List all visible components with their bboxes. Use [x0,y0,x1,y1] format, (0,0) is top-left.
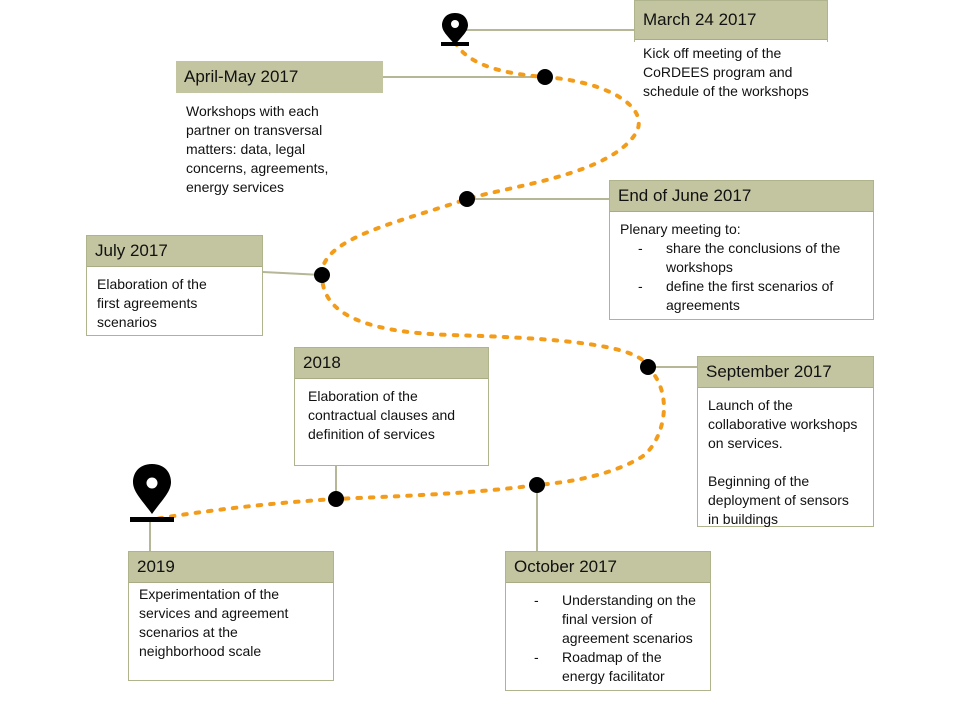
event-title-march-2017: March 24 2017 [635,1,827,40]
event-text-september-2017-line-2: Beginning of the deployment of sensors i… [708,473,849,527]
milestone-dot-april-may [537,69,553,85]
event-text-2018: Elaboration of the contractual clauses a… [308,388,456,442]
event-bullets-october-2017: Understanding on the final version of ag… [516,591,700,686]
event-text-june-2017: Plenary meeting to: [620,221,741,237]
event-text-september-2017-line-1: Launch of the collaborative workshops on… [708,397,858,451]
event-title-june-2017: End of June 2017 [610,181,873,212]
event-title-2018: 2018 [295,348,488,379]
connector-lines [149,29,697,551]
event-header-april-may-2017: April-May 2017 [176,61,383,93]
bullet-item: Roadmap of the energy facilitator [516,648,700,686]
event-card-september-2017: September 2017 Launch of the collaborati… [697,356,874,527]
event-card-2018: 2018 Elaboration of the contractual clau… [294,347,489,466]
event-body-june-2017: Plenary meeting to: share the conclusion… [610,212,873,321]
event-title-july-2017: July 2017 [87,236,262,267]
event-card-june-2017: End of June 2017 Plenary meeting to: sha… [609,180,874,320]
event-title-2019: 2019 [129,552,333,583]
event-text-july-2017: Elaboration of the first agreements scen… [97,276,207,330]
bullet-item: Understanding on the final version of ag… [516,591,700,648]
event-body-september-2017: Launch of the collaborative workshops on… [698,388,873,535]
event-card-2019: 2019 Experimentation of the services and… [128,551,334,681]
event-card-march-2017: March 24 2017 [634,0,828,42]
milestone-dot-september [640,359,656,375]
milestone-dot-2018 [328,491,344,507]
bullet-item: define the first scenarios of agreements [620,277,863,315]
bullet-item: share the conclusions of the workshops [620,239,863,277]
dotted-timeline-path [153,40,666,521]
event-body-october-2017: Understanding on the final version of ag… [506,583,710,692]
start-location-pin-icon [441,13,469,46]
event-text-march-2017: Kick off meeting of the CoRDEES program … [643,45,809,99]
milestone-dot-june [459,191,475,207]
event-title-september-2017: September 2017 [698,357,873,388]
event-text-2019: Experimentation of the services and agre… [139,586,289,659]
event-title-october-2017: October 2017 [506,552,710,583]
milestone-dots [314,69,656,507]
event-bullets-june-2017: share the conclusions of the workshops d… [620,239,863,315]
event-title-april-may-2017: April-May 2017 [176,61,383,93]
event-card-october-2017: October 2017 Understanding on the final … [505,551,711,691]
event-card-july-2017: July 2017 Elaboration of the first agree… [86,235,263,336]
milestone-dot-october [529,477,545,493]
event-text-april-may-2017: Workshops with each partner on transvers… [186,103,329,195]
milestone-dot-july [314,267,330,283]
end-location-pin-icon [130,464,174,522]
connector-july [262,271,323,276]
